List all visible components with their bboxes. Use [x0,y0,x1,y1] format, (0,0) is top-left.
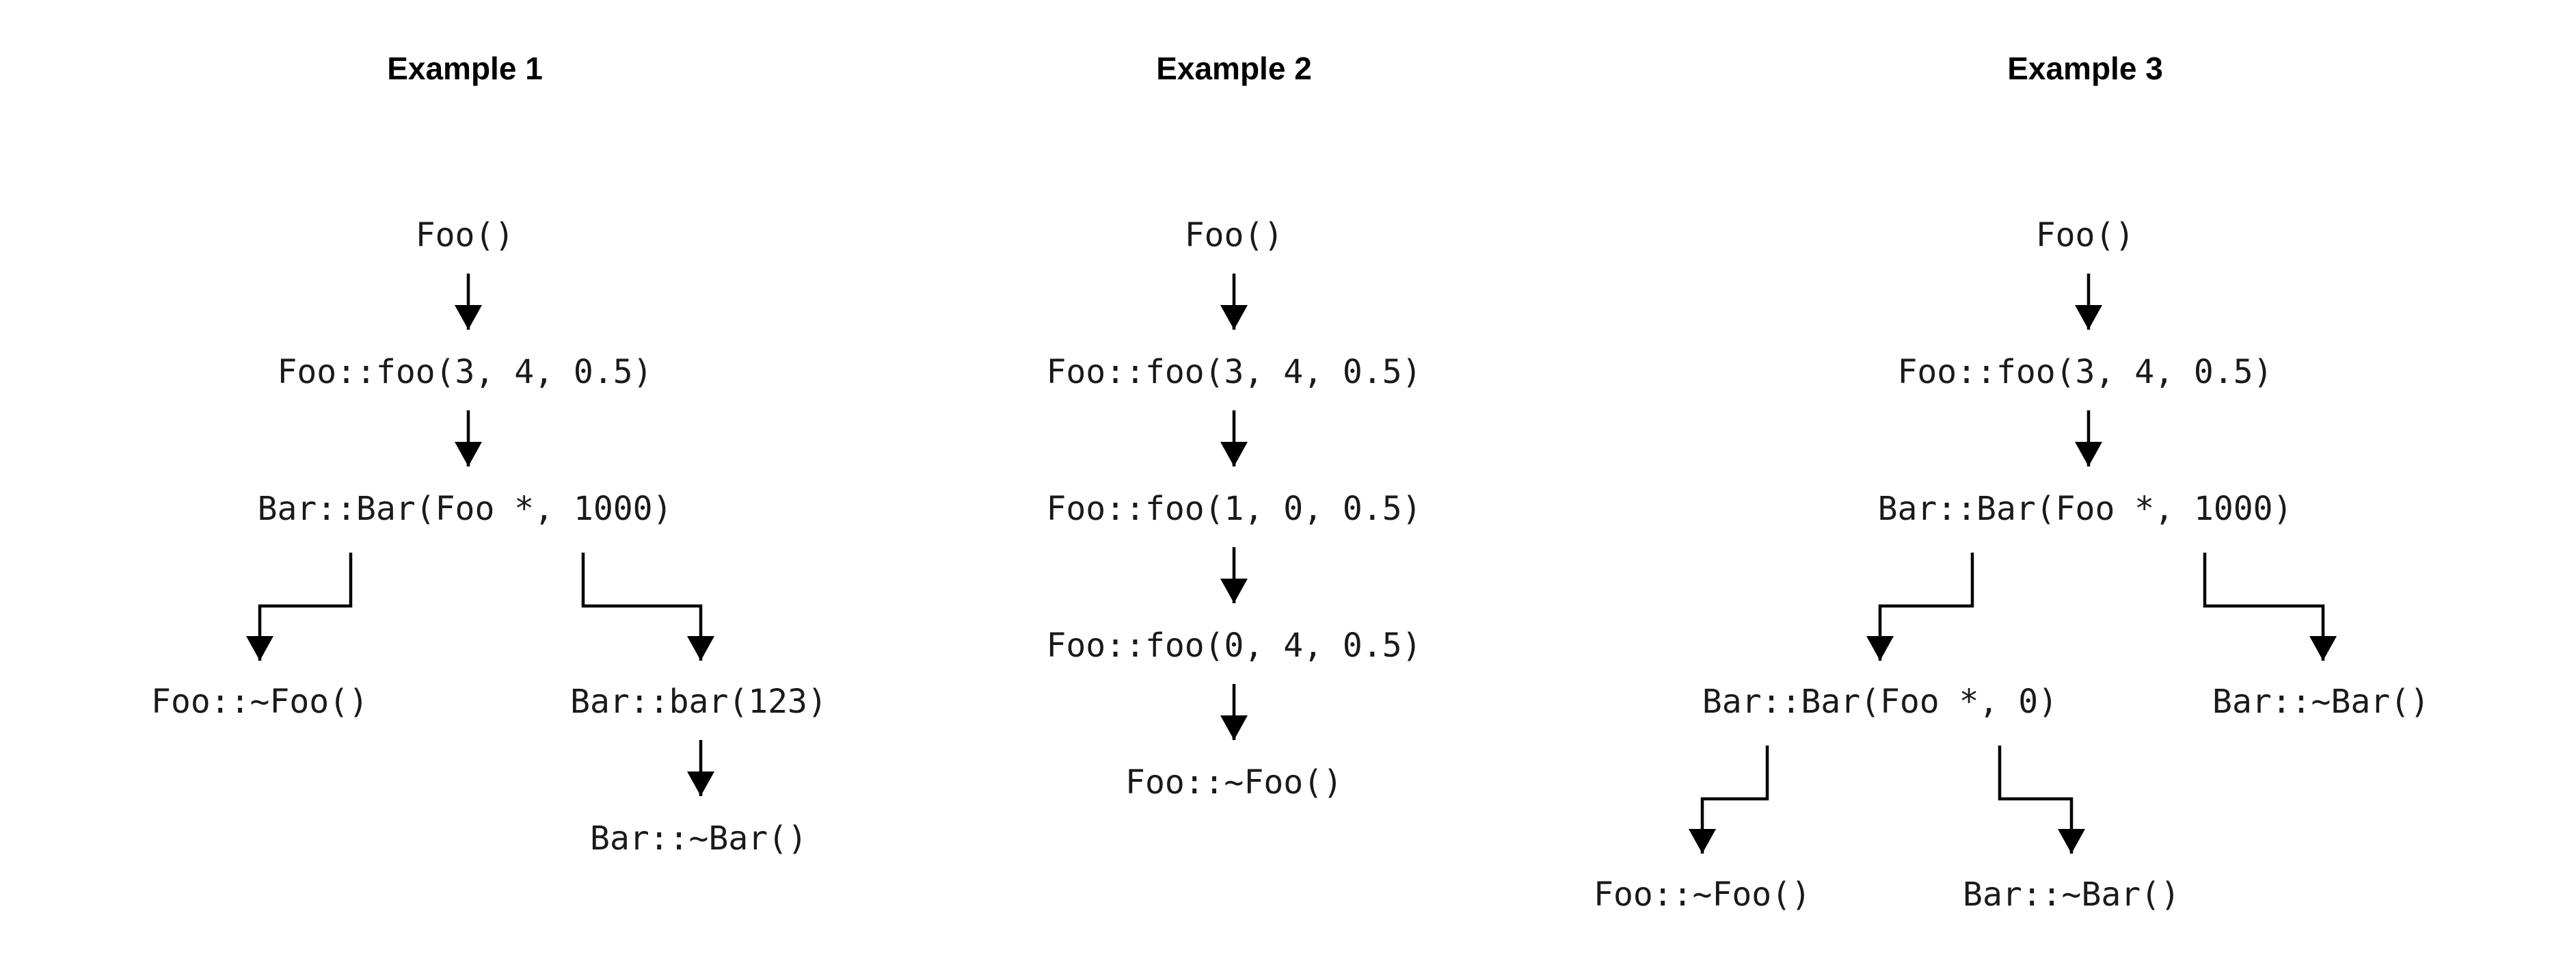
example-3-node-bar-dtor-inner: Bar::~Bar() [1963,875,2180,914]
example-1-arrow-bar-ctor-to-foo-dtor [246,553,353,661]
example-1-node-foo-call: Foo::foo(3, 4, 0.5) [277,353,652,391]
example-1-node-bar-ctor: Bar::Bar(Foo *, 1000) [258,490,673,528]
example-1-node-bar-dtor: Bar::~Bar() [590,819,807,858]
example-3-arrow-inner-to-bar-dtor [1998,746,2085,854]
example-1-node-bar-call: Bar::bar(123) [570,683,827,721]
example-3: Example 3 Foo() Foo::foo(3, 4, 0.5) Bar:… [1594,51,2430,914]
example-3-arrow-bar-ctor-to-inner [1866,553,1974,661]
example-3-node-foo-dtor: Foo::~Foo() [1594,875,1811,914]
example-3-node-foo-call: Foo::foo(3, 4, 0.5) [1897,353,2272,391]
example-3-node-bar-dtor-outer: Bar::~Bar() [2212,683,2430,721]
example-2-node-foo-dtor: Foo::~Foo() [1125,763,1343,802]
example-3-title: Example 3 [2007,51,2163,86]
example-2-node-foo-call-2: Foo::foo(1, 0, 0.5) [1046,490,1421,528]
example-1-title: Example 1 [387,51,543,86]
example-3-arrow-bar-ctor-to-bar-dtor [2203,553,2337,661]
example-1-node-foo-dtor: Foo::~Foo() [151,683,368,721]
example-2-title: Example 2 [1156,51,1312,86]
example-3-node-bar-ctor: Bar::Bar(Foo *, 1000) [1878,490,2293,528]
example-1-arrow-bar-ctor-to-bar-call [581,553,714,661]
example-2-node-foo-call-1: Foo::foo(3, 4, 0.5) [1046,353,1421,391]
example-2-node-foo-call-3: Foo::foo(0, 4, 0.5) [1046,626,1421,665]
example-1-node-foo-ctor: Foo() [416,216,515,254]
example-3-arrow-inner-to-foo-dtor [1689,746,1769,854]
example-3-node-bar-ctor-inner: Bar::Bar(Foo *, 0) [1702,683,2058,721]
example-2: Example 2 Foo() Foo::foo(3, 4, 0.5) Foo:… [1046,51,1421,802]
example-3-node-foo-ctor: Foo() [2036,216,2135,254]
example-1: Example 1 Foo() Foo::foo(3, 4, 0.5) Bar:… [151,51,827,858]
example-2-node-foo-ctor: Foo() [1185,216,1284,254]
